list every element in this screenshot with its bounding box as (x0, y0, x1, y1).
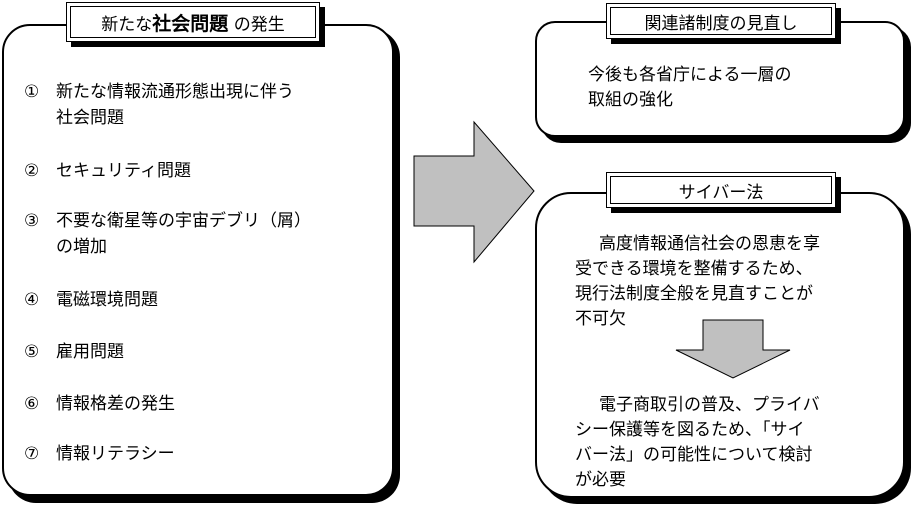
cyber-law-paragraph-2: 電子商取引の普及、プライバ シー保護等を図るため、「サイ バー法」の可能性につい… (575, 395, 820, 490)
down-arrow-overlay (675, 319, 791, 379)
bottom-right-panel-title: サイバー法 (606, 172, 836, 208)
top-right-panel-title: 関連諸制度の見直し (606, 3, 836, 39)
cyber-law-paragraph-1: 高度情報通信社会の恩恵を享 受できる環境を整備するため、 現行法制度全般を見直す… (575, 234, 820, 329)
right-arrow (413, 120, 535, 264)
bottom-right-panel: 高度情報通信社会の恩恵を享 受できる環境を整備するため、 現行法制度全般を見直す… (535, 192, 905, 498)
left-panel-title: 新たな社会問題 の発生 (66, 2, 320, 42)
